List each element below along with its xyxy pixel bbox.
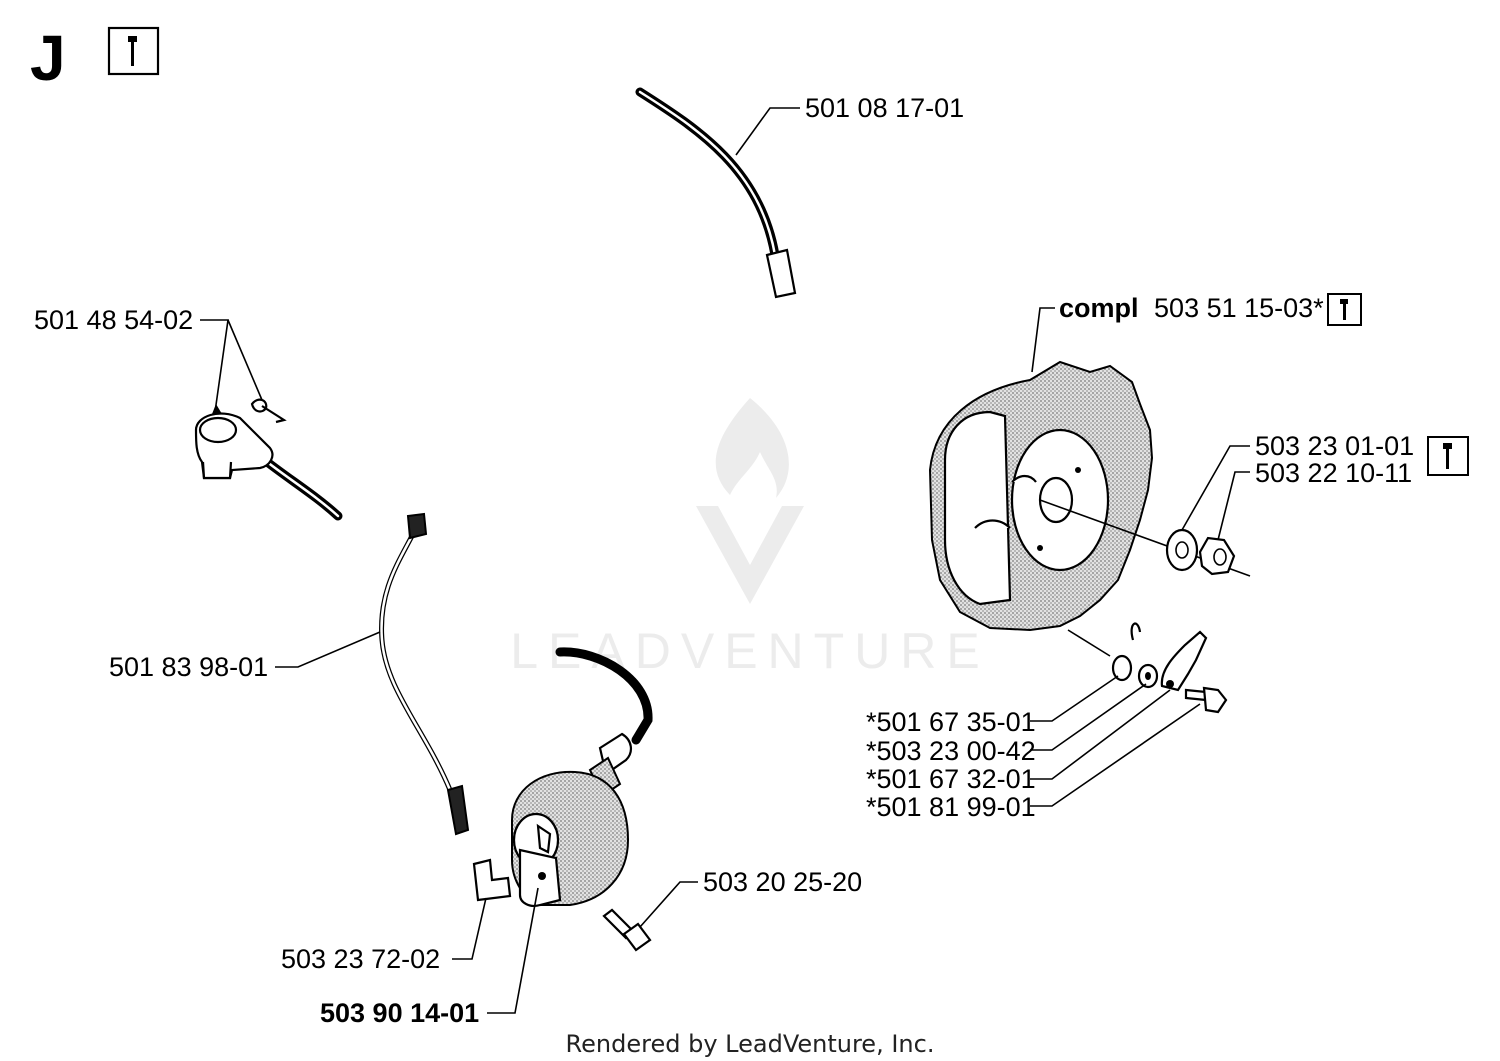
leader-flywheel <box>1031 307 1055 373</box>
label-spacer: 503 23 72-02 <box>281 944 440 974</box>
label-washer: 503 23 01-01 <box>1255 431 1414 461</box>
short-cable <box>379 512 470 836</box>
label-pawl-washer: *503 23 00-42 <box>866 736 1036 766</box>
wrench-icon <box>107 26 160 76</box>
label-short-cable: 501 83 98-01 <box>109 652 268 682</box>
leader-pawl-washer <box>1030 683 1147 751</box>
label-spark-plug-cap: 501 48 54-02 <box>34 305 193 335</box>
leader-pawl-screw <box>1030 703 1201 807</box>
leader-short-cable <box>275 631 381 668</box>
label-flywheel-prefix: compl <box>1059 293 1139 323</box>
leader-spark-plug-cap <box>200 319 229 413</box>
label-spark-plug-lead: 501 08 17-01 <box>805 93 964 123</box>
label-pawl-screw: *501 81 99-01 <box>866 792 1036 822</box>
pawl-washer <box>1137 663 1159 689</box>
spark-plug-cap <box>194 398 343 521</box>
wrench-icon <box>1427 436 1469 476</box>
leader-washer <box>1181 445 1250 531</box>
leader-pawl <box>1030 689 1171 780</box>
label-flywheel-number: 503 51 15-03* <box>1154 293 1324 323</box>
label-nut: 503 22 10-11 <box>1255 458 1412 488</box>
label-ignition-screw: 503 20 25-20 <box>703 867 862 897</box>
washer <box>1165 528 1199 572</box>
spacer <box>472 858 512 902</box>
spark-plug-lead <box>635 87 797 299</box>
label-pawl: *501 67 32-01 <box>866 764 1036 794</box>
ignition-module <box>511 647 653 907</box>
leader-spark-plug-lead <box>735 107 800 156</box>
pawl-screw <box>1184 686 1228 714</box>
leader-spring <box>1030 675 1119 722</box>
leader-nut <box>1217 471 1250 541</box>
footer-credit: Rendered by LeadVenture, Inc. <box>566 1030 935 1058</box>
flywheel <box>928 360 1251 632</box>
label-flywheel: compl 503 51 15-03* <box>1059 293 1324 323</box>
leader-ignition-screw <box>639 881 698 928</box>
leader-spacer <box>452 897 487 960</box>
section-letter: J <box>30 22 66 94</box>
ignition-screw <box>602 908 652 952</box>
wrench-icon <box>1327 293 1362 326</box>
label-ignition-module: 503 90 14-01 <box>320 998 479 1028</box>
pawl <box>1160 630 1208 692</box>
watermark-logo <box>696 398 804 604</box>
label-spring: *501 67 35-01 <box>866 707 1036 737</box>
leader-ignition-module <box>487 887 539 1014</box>
nut <box>1198 536 1236 576</box>
pawl-spring <box>1067 622 1142 682</box>
